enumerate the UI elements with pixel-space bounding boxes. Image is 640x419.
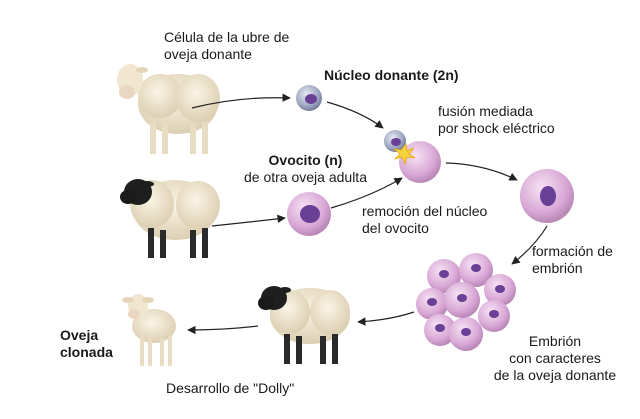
embryo-label: Embrión con caracteres de la oveja donan… <box>488 333 622 384</box>
udder-cell-label: Célula de la ubre de oveja donante <box>164 29 289 63</box>
embryo-formation-line1: formación de <box>532 243 613 259</box>
arrow-dolly-to-lamb <box>187 325 259 335</box>
embryo-cluster <box>416 253 516 351</box>
embryo-label-line1: Embrión <box>528 333 582 349</box>
donor-nucleus-label: Núcleo donante (2n) <box>324 67 459 83</box>
removal-label-line2: del ovocito <box>362 220 429 236</box>
arrow-oocyte-to-fusion <box>330 177 403 209</box>
embryo-label-line3: de la oveja donante <box>493 367 617 383</box>
donor-sheep-illustration <box>117 64 220 154</box>
cloned-sheep-line1: Oveja <box>60 327 99 343</box>
fusion-label: fusión mediada por shock eléctrico <box>438 103 555 137</box>
oocyte-subtitle: de otra oveja adulta <box>244 169 367 185</box>
oocyte-cell <box>287 192 331 236</box>
process-arrows <box>187 93 548 335</box>
arrow-nucleus-to-fusion <box>326 101 384 129</box>
udder-cell-label-line2: oveja donante <box>164 46 252 62</box>
donor-cell <box>296 85 322 111</box>
embryo-formation-label: formación de embrión <box>532 243 613 277</box>
oocyte-title: Ovocito (n) <box>268 152 343 168</box>
fusion-label-line2: por shock eléctrico <box>438 120 555 136</box>
black-faced-sheep-illustration <box>120 179 220 258</box>
embryo-label-line2: con caracteres <box>509 350 601 366</box>
arrow-black-sheep-to-oocyte <box>211 214 286 227</box>
arrow-fusion-to-fused-cell <box>445 162 518 181</box>
cloned-lamb-illustration <box>122 294 176 366</box>
fused-cell <box>520 169 574 223</box>
removal-label-line1: remoción del núcleo <box>362 203 488 219</box>
fusion-label-line1: fusión mediada <box>438 103 533 119</box>
arrow-fused-cell-to-embryo <box>511 225 548 265</box>
dolly-adult-sheep-illustration <box>258 286 350 364</box>
dolly-label: Desarrollo de "Dolly" <box>166 380 295 396</box>
fusion-cells <box>384 130 441 183</box>
arrow-embryo-to-dolly <box>357 311 415 326</box>
embryo-formation-line2: embrión <box>532 260 583 276</box>
removal-label: remoción del núcleo del ovocito <box>362 203 487 237</box>
oocyte-label: Ovocito (n) de otra oveja adulta <box>244 152 367 186</box>
cloned-sheep-line2: clonada <box>60 344 113 360</box>
arrow-udder-to-nucleus <box>191 93 291 109</box>
udder-cell-label-line1: Célula de la ubre de <box>164 29 290 45</box>
cloned-sheep-label: Oveja clonada <box>60 327 113 361</box>
